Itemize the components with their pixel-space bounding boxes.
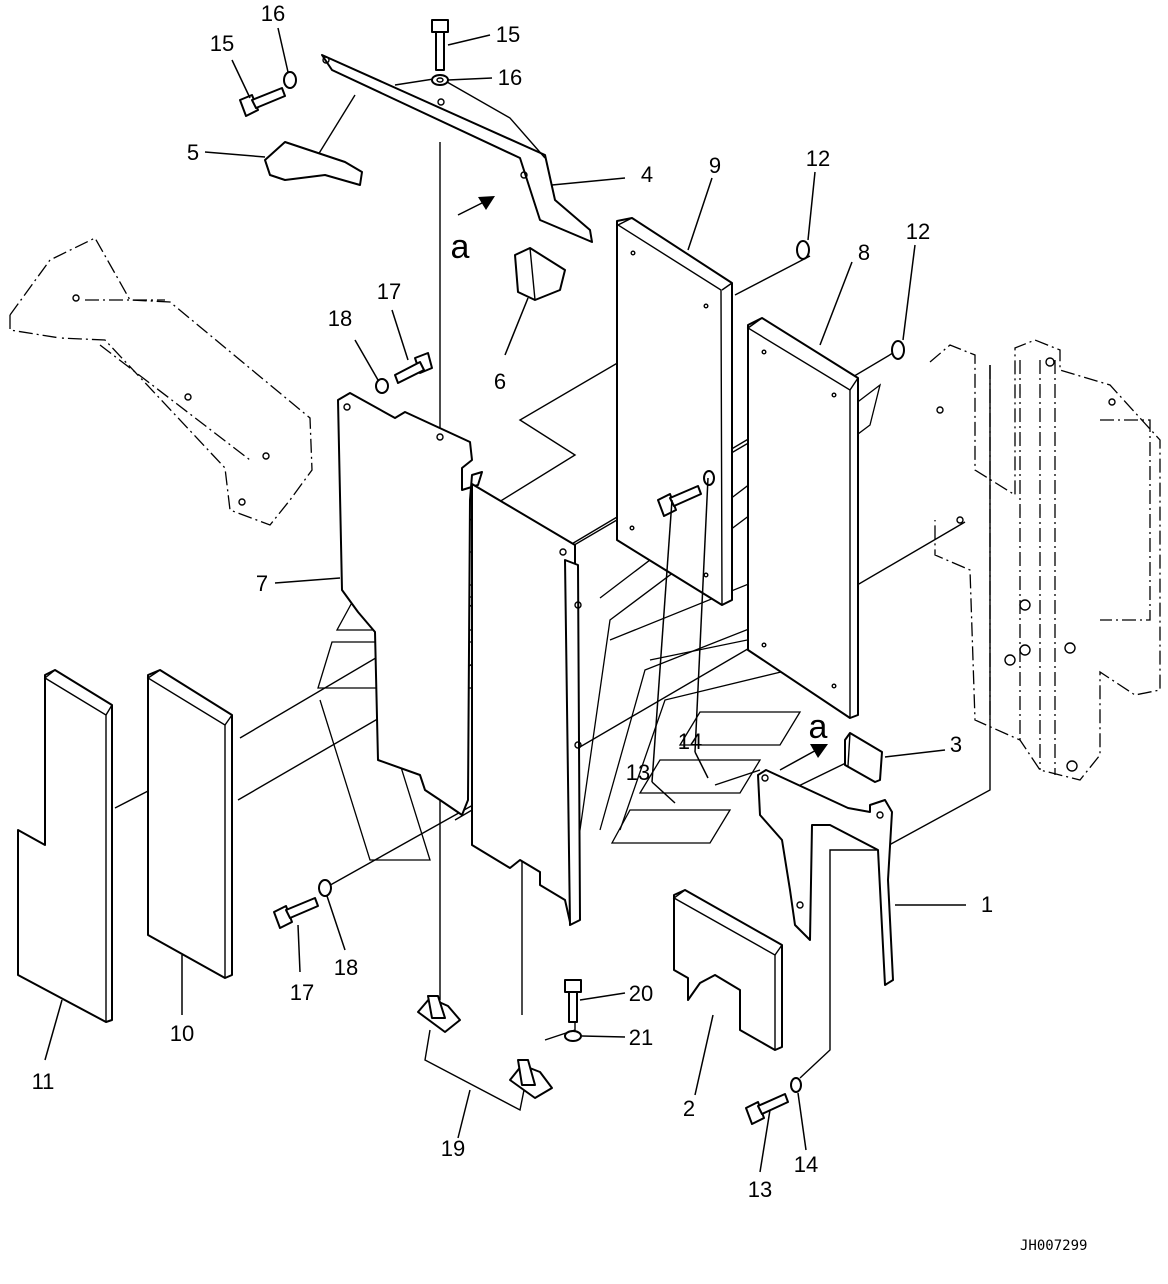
callout-15-left: 15 bbox=[210, 31, 234, 56]
bolt-20 bbox=[564, 979, 582, 1023]
part-8-insulation bbox=[746, 317, 859, 719]
callout-6: 6 bbox=[494, 369, 506, 394]
callout-8: 8 bbox=[858, 240, 870, 265]
phantom-left-bracket bbox=[9, 237, 313, 526]
washer-18-upper bbox=[375, 378, 389, 394]
part-3-pad bbox=[844, 732, 883, 783]
part-7-plate bbox=[337, 392, 483, 816]
callout-1: 1 bbox=[981, 892, 993, 917]
callout-3: 3 bbox=[950, 732, 962, 757]
phantom-right-frame bbox=[929, 339, 1161, 781]
callout-11: 11 bbox=[32, 1069, 55, 1094]
callout-7: 7 bbox=[256, 571, 268, 596]
callout-21: 21 bbox=[629, 1025, 653, 1050]
washer-14-bottom bbox=[790, 1077, 802, 1093]
part-10-insulation bbox=[146, 669, 233, 979]
part-5-clip bbox=[264, 141, 363, 186]
part-9-insulation bbox=[616, 217, 733, 606]
callout-13-bottom: 13 bbox=[748, 1177, 772, 1202]
washer-21 bbox=[564, 1030, 582, 1042]
callout-12-upper: 12 bbox=[806, 146, 830, 171]
part-2-insulation-block bbox=[672, 889, 783, 1051]
leader-lines bbox=[44, 27, 966, 1173]
bolt-17-upper bbox=[394, 352, 433, 384]
callout-19: 19 bbox=[441, 1136, 465, 1161]
callout-18-upper: 18 bbox=[328, 306, 352, 331]
callout-4: 4 bbox=[641, 162, 653, 187]
callout-16-top: 16 bbox=[498, 65, 522, 90]
callout-10: 10 bbox=[170, 1021, 194, 1046]
callouts: 1 2 3 4 5 6 7 8 9 10 11 12 12 13 13 14 1… bbox=[32, 1, 994, 1202]
washer-16-left bbox=[283, 71, 297, 89]
callout-16-left: 16 bbox=[261, 1, 285, 26]
drawing-code: JH007299 bbox=[1020, 1238, 1087, 1254]
callout-17-upper: 17 bbox=[377, 279, 401, 304]
bolt-13-bottom bbox=[745, 1093, 789, 1125]
washer-18-lower bbox=[318, 879, 332, 897]
callout-14-bottom: 14 bbox=[794, 1152, 818, 1177]
callout-18-lower: 18 bbox=[334, 955, 358, 980]
part-6-block bbox=[514, 247, 566, 301]
callout-5: 5 bbox=[187, 140, 199, 165]
view-arrow-lower: a bbox=[779, 708, 828, 771]
view-arrow-upper: a bbox=[451, 196, 495, 266]
view-marker-upper: a bbox=[451, 228, 470, 266]
view-marker-lower: a bbox=[809, 708, 828, 746]
part-11-insulation bbox=[17, 669, 113, 1023]
bolt-15-top bbox=[431, 19, 449, 71]
washer-14-right bbox=[703, 470, 715, 486]
callout-15-top: 15 bbox=[496, 22, 520, 47]
callout-2: 2 bbox=[683, 1096, 695, 1121]
callout-20: 20 bbox=[629, 981, 653, 1006]
callout-14-right: 14 bbox=[678, 729, 702, 754]
callout-9: 9 bbox=[709, 153, 721, 178]
callout-17-lower: 17 bbox=[290, 980, 314, 1005]
grommet-12-upper bbox=[796, 240, 810, 260]
callout-13-right: 13 bbox=[626, 760, 650, 785]
bolt-15-left bbox=[239, 87, 286, 117]
part-7b-cover-plate bbox=[471, 483, 582, 926]
grommet-12-lower bbox=[891, 340, 905, 360]
washer-16-top bbox=[431, 74, 449, 86]
callout-12-lower: 12 bbox=[906, 219, 930, 244]
part-1-bracket bbox=[757, 769, 894, 986]
part-4-top-cover bbox=[321, 54, 593, 243]
part-19-hinge-assembly bbox=[417, 995, 553, 1112]
bolt-17-lower bbox=[273, 897, 319, 929]
